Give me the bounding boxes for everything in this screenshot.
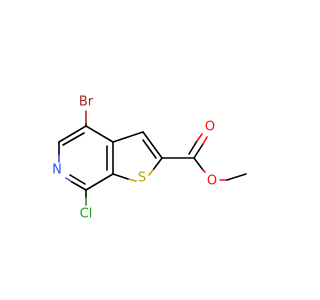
bond-c-o-double-b <box>188 140 198 155</box>
molecule-diagram: Br N S Cl O O <box>52 95 247 222</box>
structure-canvas: Br N S Cl O O <box>52 95 247 222</box>
atom-s-label: S <box>138 171 146 186</box>
bond-s-c7a <box>112 173 129 180</box>
atom-o-ester-label: O <box>207 174 217 189</box>
bond-n6-c7 <box>71 181 87 191</box>
bond-c3a-c3 <box>112 131 144 143</box>
bond-c-o-double-b-o <box>196 133 203 142</box>
bond-c3a-c4 <box>85 125 114 143</box>
bond-n6-c7-n <box>65 177 73 183</box>
bond-c-oester <box>193 157 204 171</box>
bond-c4-c5 <box>58 125 87 143</box>
bond-c2-s-s <box>148 169 154 176</box>
bond-c-oester-o <box>202 169 206 173</box>
atom-o-carbonyl-label: O <box>205 120 215 135</box>
atom-n-label: N <box>52 163 62 178</box>
bond-c4-c5-double <box>62 132 85 146</box>
bond-n6-c7-double <box>69 174 86 185</box>
bond-oester-me <box>226 173 247 181</box>
bond-c2-s <box>152 157 163 171</box>
bond-c3-c2-double <box>142 139 157 159</box>
bond-s-c7a-s <box>127 178 137 182</box>
bond-c-o-double-a <box>193 143 204 159</box>
atom-cl-label: Cl <box>80 207 93 222</box>
bond-c7-c7a <box>85 173 114 191</box>
bond-c-o-double-a-o <box>202 136 208 145</box>
atom-br-label: Br <box>79 95 94 110</box>
bond-c3-c2 <box>142 131 163 159</box>
